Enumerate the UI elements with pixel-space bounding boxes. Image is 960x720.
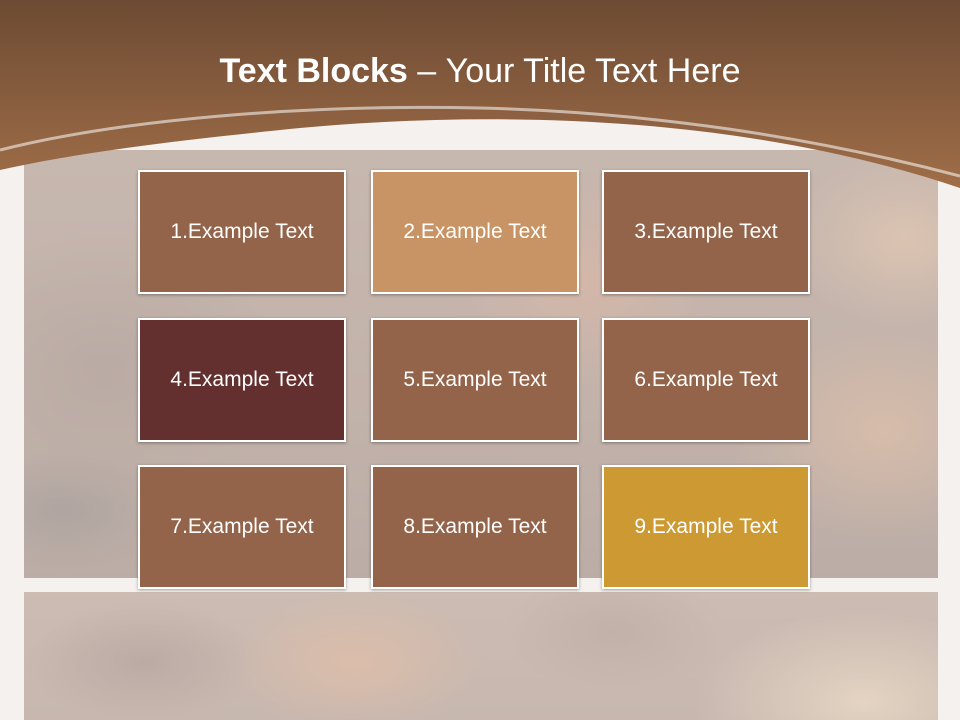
page-title: Text Blocks – Your Title Text Here [0,52,960,91]
text-block-label: 4.Example Text [170,368,314,391]
text-block-label: 2.Example Text [403,220,547,243]
header-band [0,0,960,188]
text-block-2[interactable]: 2.Example Text [371,170,579,294]
text-block-7[interactable]: 7.Example Text [138,465,346,589]
photo-overlay [24,592,938,720]
text-block-label: 3.Example Text [634,220,778,243]
background-photo-bottom [24,592,938,720]
text-block-label: 8.Example Text [403,515,547,538]
title-dash: – [417,52,437,90]
text-block-6[interactable]: 6.Example Text [602,318,810,442]
text-block-label: 5.Example Text [403,368,547,391]
header-highlight-curve [0,105,960,178]
text-block-8[interactable]: 8.Example Text [371,465,579,589]
text-block-label: 1.Example Text [170,220,314,243]
title-rest: Your Title Text Here [445,52,741,90]
text-block-1[interactable]: 1.Example Text [138,170,346,294]
text-block-label: 9.Example Text [634,515,778,538]
text-block-4[interactable]: 4.Example Text [138,318,346,442]
title-bold: Text Blocks [219,52,408,90]
header-shape [0,0,960,188]
text-block-9[interactable]: 9.Example Text [602,465,810,589]
text-block-3[interactable]: 3.Example Text [602,170,810,294]
text-block-label: 6.Example Text [634,368,778,391]
text-block-label: 7.Example Text [170,515,314,538]
text-block-grid: 1.Example Text 2.Example Text 3.Example … [138,170,816,592]
text-block-5[interactable]: 5.Example Text [371,318,579,442]
